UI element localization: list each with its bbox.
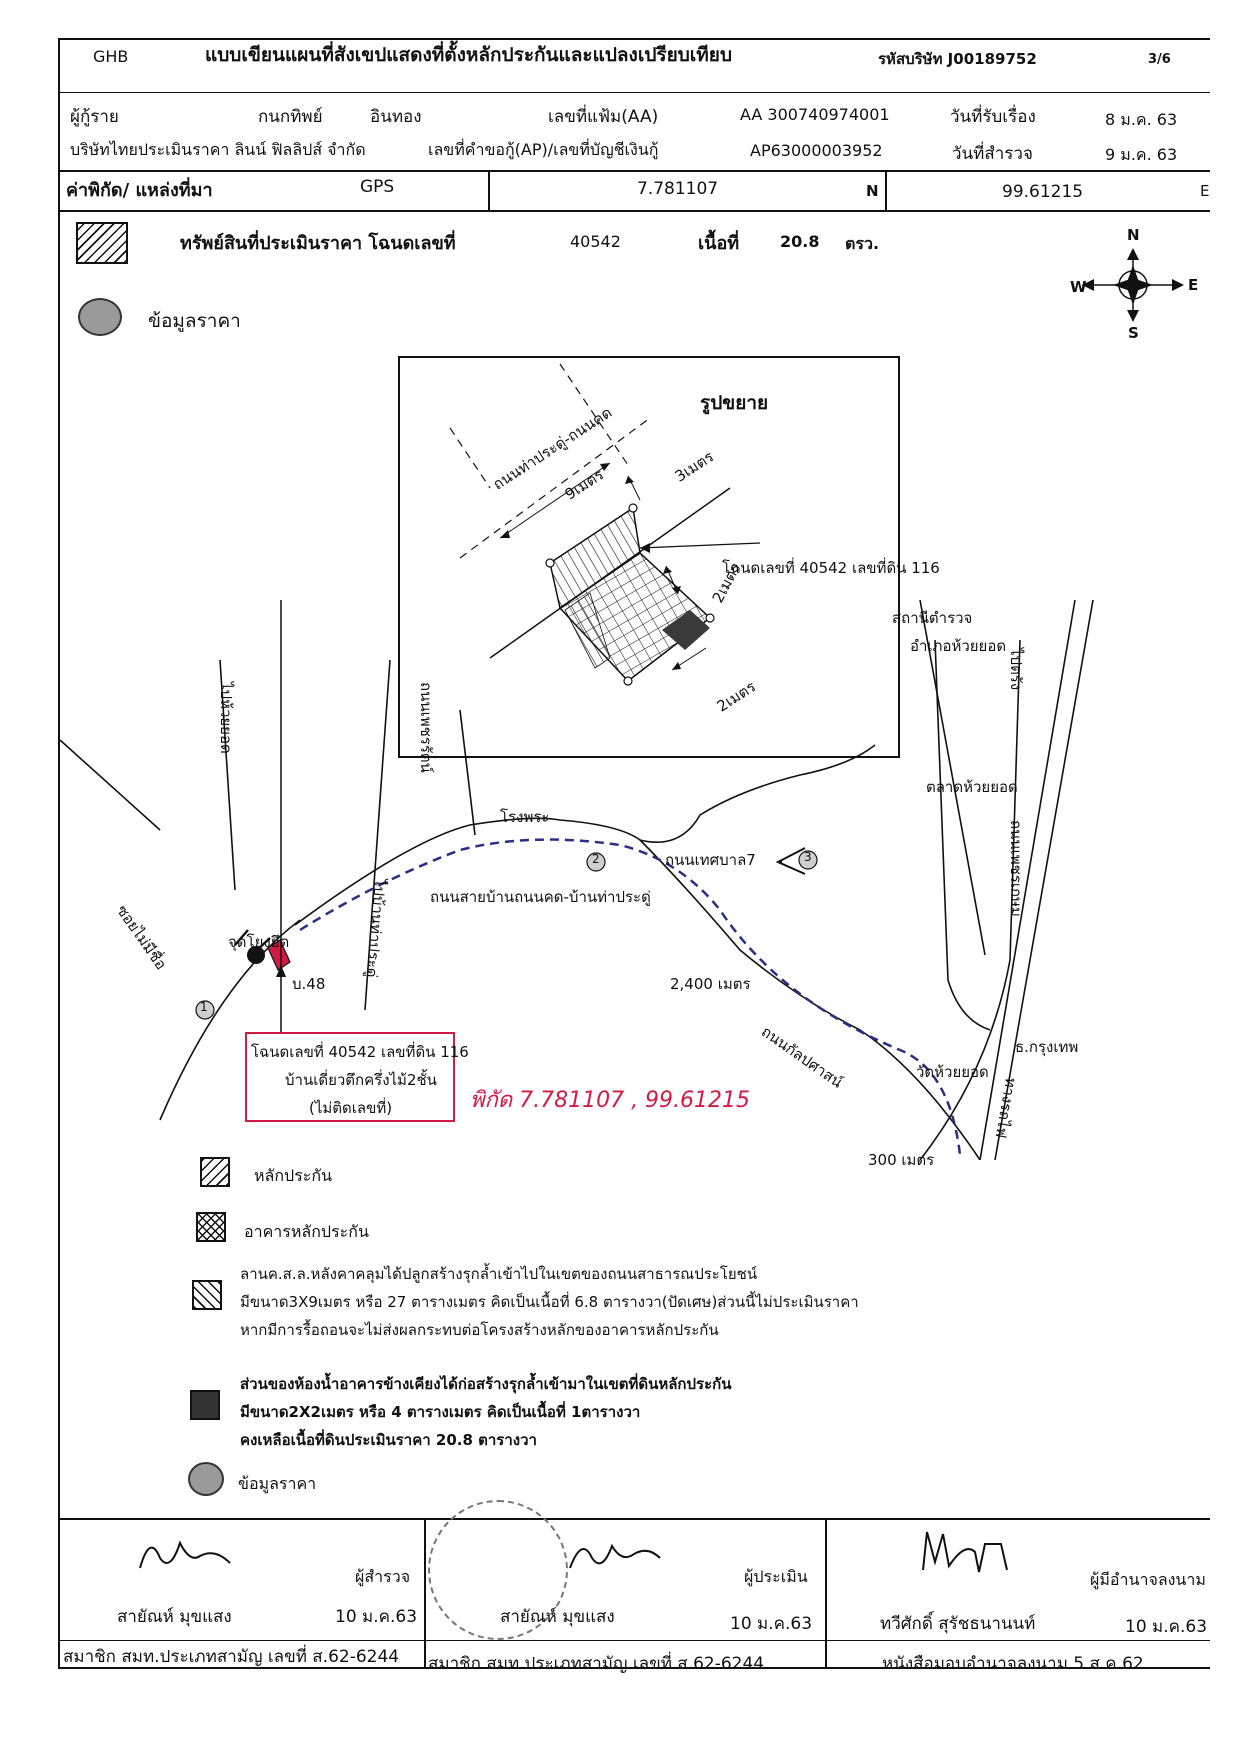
deed-callout-line-2: บ้านเดี่ยวตึกครึ่งไม้2ชั้น xyxy=(285,1071,437,1089)
price-data-label: ข้อมูลราคา xyxy=(148,310,241,332)
page-number: 3/6 xyxy=(1148,52,1171,67)
signature-2-role: ผู้ประเมิน xyxy=(744,1567,808,1586)
file-label: เลขที่แฟ้ม(AA) xyxy=(548,107,659,127)
label-thesaban-road: ถนนเทศบาล7 xyxy=(665,851,756,869)
deed-callout-line-3: (ไม่ติดเลขที่) xyxy=(309,1099,393,1117)
asset-area-unit: ตรว. xyxy=(845,234,880,253)
signature-2-name: สายัณห์ มุขแสง xyxy=(500,1607,615,1627)
signature-1-date: 10 ม.ค.63 xyxy=(335,1607,418,1627)
label-to-trang: ไปตรัง xyxy=(1007,648,1025,691)
longitude-direction: E xyxy=(1200,182,1210,200)
legend-price-label: ข้อมูลราคา xyxy=(238,1474,317,1493)
signature-3-member: หนังสือมอบอำนาจลงนาม 5 ส.ค.62 xyxy=(882,1654,1144,1674)
legend-bathroom-line-3: คงเหลือเนื้อที่ดินประเมินราคา 20.8 ตาราง… xyxy=(240,1431,537,1449)
label-moo: บ.48 xyxy=(292,975,326,993)
longitude: 99.61215 xyxy=(1002,182,1084,202)
signature-1-role: ผู้สำรวจ xyxy=(355,1567,411,1586)
company-code: รหัสบริษัท J00189752 xyxy=(878,50,1037,68)
asset-deed-number: 40542 xyxy=(570,232,621,251)
company-seal-icon xyxy=(428,1500,568,1640)
file-number: AA 300740974001 xyxy=(740,105,890,124)
coord-source: GPS xyxy=(360,177,395,197)
legend-collateral-swatch xyxy=(200,1157,230,1187)
signature-3-name: ทวีศักดิ์ สุรัชธนานนท์ xyxy=(880,1614,1036,1634)
label-wat-huaiyot: วัดห้วยยอด xyxy=(916,1063,989,1081)
legend-building-swatch xyxy=(196,1212,226,1242)
map-roads xyxy=(59,559,1101,1211)
label-police-2: อำเภอห้วยยอด xyxy=(910,637,1007,655)
asset-legend-label: ทรัพย์สินที่ประเมินราคา โฉนดเลขที่ xyxy=(180,233,456,254)
inset-deed-label: โฉนดเลขที่ 40542 เลขที่ดิน 116 xyxy=(722,559,940,577)
survey-label: วันที่สำรวจ xyxy=(952,144,1033,164)
compass-south: S xyxy=(1128,324,1139,342)
borrower-last-name: อินทอง xyxy=(370,107,422,127)
label-distance-300: 300 เมตร xyxy=(868,1151,935,1169)
label-krungthep-bank: ธ.กรุงเทพ xyxy=(1015,1038,1079,1056)
label-phetrat-road: ถนนเพชรรัตน์ xyxy=(417,682,435,773)
label-n2: 2 xyxy=(592,852,600,866)
signature-1-name: สายัณห์ มุขแสง xyxy=(117,1607,232,1627)
ap-label: เลขที่คำขอกู้(AP)/เลขที่บัญชีเงินกู้ xyxy=(428,140,659,159)
signature-2-date: 10 ม.ค.63 xyxy=(730,1614,813,1634)
price-data-icon xyxy=(78,298,122,336)
legend-building-label: อาคารหลักประกัน xyxy=(244,1222,369,1241)
borrower-first-name: กนกทิพย์ xyxy=(258,107,323,127)
label-rongphra: โรงพระ xyxy=(500,808,550,826)
label-phetkasem: ถนนเพชรเกษม xyxy=(1007,820,1025,917)
asset-legend-swatch xyxy=(76,222,128,264)
signature-3-date: 10 ม.ค.63 xyxy=(1125,1617,1208,1637)
legend-price-icon xyxy=(188,1462,224,1496)
asset-area-label: เนื้อที่ xyxy=(698,233,740,254)
latitude-direction: N xyxy=(866,182,879,200)
inset-enlarged-view: รูปขยาย ถนนท่าประดู่-ถนนคด 9เมตร 3เมตร 2… xyxy=(398,356,940,758)
page-title: แบบเขียนแผนที่สังเขปแสดงที่ตั้งหลักประกั… xyxy=(205,44,732,66)
coord-label: ค่าพิกัด/ แหล่งที่มา xyxy=(66,180,213,201)
signature-3-role: ผู้มีอำนาจลงนาม xyxy=(1090,1570,1206,1589)
borrower-label: ผู้กู้ราย xyxy=(70,107,119,127)
deed-callout: โฉนดเลขที่ 40542 เลขที่ดิน 116 บ้านเดี่ย… xyxy=(245,1032,469,1122)
survey-date: 9 ม.ค. 63 xyxy=(1105,145,1178,164)
label-to-huaiyot: ไปห้วยยอด xyxy=(217,682,235,754)
handwritten-coordinates: พิกัด 7.781107 , 99.61215 xyxy=(470,1088,751,1113)
bank-code: GHB xyxy=(93,47,129,66)
legend-encroach-line-2: มีขนาด3X9เมตร หรือ 27 ตารางเมตร คิดเป็นเ… xyxy=(240,1293,859,1311)
signature-1-member: สมาชิก สมท.ประเภทสามัญ เลขที่ ส.62-6244 xyxy=(63,1647,400,1667)
legend-collateral-label: หลักประกัน xyxy=(254,1166,333,1185)
legend-bathroom-line-2: มีขนาด2X2เมตร หรือ 4 ตารางเมตร คิดเป็นเน… xyxy=(240,1403,641,1421)
legend-encroach-swatch xyxy=(192,1280,222,1310)
legend-bathroom-swatch xyxy=(190,1390,220,1420)
asset-area-value: 20.8 xyxy=(780,232,820,251)
label-landmark: จุดโยงยึด xyxy=(228,933,290,951)
signature-3 xyxy=(915,1522,1025,1578)
deed-callout-line-1: โฉนดเลขที่ 40542 เลขที่ดิน 116 xyxy=(251,1043,469,1061)
compass-rose-icon: N S W E xyxy=(1058,226,1208,342)
signature-1 xyxy=(130,1528,240,1578)
compass-west: W xyxy=(1070,278,1087,296)
received-date: 8 ม.ค. 63 xyxy=(1105,110,1178,129)
legend-encroach-line-3: หากมีการรื้อถอนจะไม่ส่งผลกระทบต่อโครงสร้… xyxy=(240,1321,719,1339)
location-map: สถานีตำรวจ อำเภอห้วยยอด ไปตรัง ตลาดห้วยย… xyxy=(59,559,1210,1211)
label-main-road: ถนนสายบ้านถนนคด-บ้านท่าประดู่ xyxy=(430,888,651,906)
legend-encroach-line-1: ลานค.ส.ล.หลังคาคลุมได้ปลูกสร้างรุกล้ำเข้… xyxy=(240,1265,758,1283)
latitude: 7.781107 xyxy=(637,179,719,199)
ap-number: AP63000003952 xyxy=(750,141,883,160)
company-name: บริษัทไทยประเมินราคา ลินน์ ฟิลลิปส์ จำกั… xyxy=(70,140,366,159)
label-police-1: สถานีตำรวจ xyxy=(892,609,973,627)
compass-north: N xyxy=(1127,226,1140,244)
inset-drawing xyxy=(449,363,761,686)
signature-2-member: สมาชิก สมท.ประเภทสามัญ เลขที่ ส.62-6244 xyxy=(428,1654,765,1674)
legend-bathroom-line-1: ส่วนของห้องน้ำอาคารข้างเคียงได้ก่อสร้างร… xyxy=(240,1375,732,1393)
signature-2 xyxy=(560,1528,670,1578)
label-distance-2400: 2,400 เมตร xyxy=(670,975,751,993)
inset-title: รูปขยาย xyxy=(700,392,769,414)
compass-east: E xyxy=(1188,276,1199,294)
label-n3: 3 xyxy=(804,850,812,864)
label-n1: 1 xyxy=(200,1000,208,1014)
label-market: ตลาดห้วยยอด xyxy=(926,778,1018,796)
received-label: วันที่รับเรื่อง xyxy=(950,107,1036,127)
